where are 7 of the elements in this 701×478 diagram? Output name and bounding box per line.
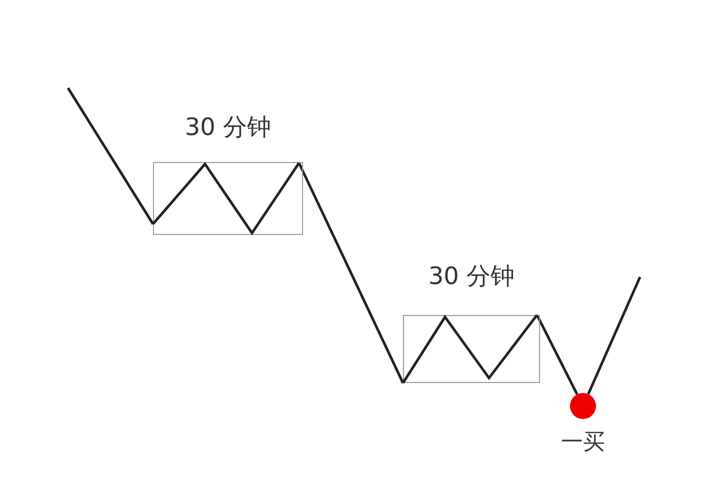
trend-line	[298, 162, 404, 384]
trend-line	[587, 276, 642, 395]
timeframe-label: 30 分钟	[184, 112, 272, 142]
timeframe-label: 30 分钟	[428, 261, 515, 291]
trend-line	[66, 87, 154, 225]
point-label: 一买	[561, 429, 605, 457]
trend-line	[536, 314, 578, 395]
